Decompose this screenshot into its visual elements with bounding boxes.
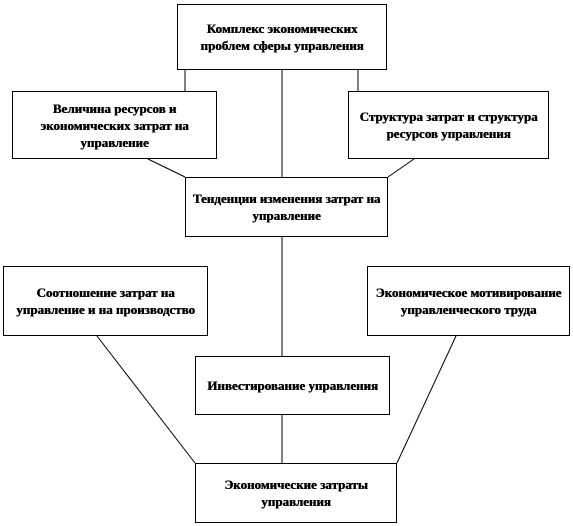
node-management-investment: Инвестирование управления	[195, 356, 390, 415]
node-cost-and-resource-structure: Структура затрат и структура ресурсов уп…	[348, 91, 549, 159]
node-resources-and-costs-volume: Величина ресурсов и экономических затрат…	[12, 91, 217, 159]
node-label: Соотношение затрат на управление и на пр…	[16, 285, 195, 317]
node-management-production-cost-ratio: Соотношение затрат на управление и на пр…	[3, 266, 208, 336]
connector-right2-to-bottom	[396, 335, 457, 464]
node-economic-motivation-of-labor: Экономическое мотивирование управленческ…	[367, 266, 570, 336]
node-label: Комплекс экономических проблем сферы упр…	[200, 21, 364, 53]
node-label: Инвестирование управления	[207, 378, 378, 393]
node-cost-change-trends: Тенденции изменения затрат на управление	[185, 177, 388, 237]
connector-left2-to-bottom	[96, 335, 196, 464]
connector-left1-to-mid1	[147, 158, 186, 178]
connector-right1-to-mid1	[387, 158, 415, 178]
node-label: Экономические затраты управления	[224, 477, 368, 509]
node-label: Структура затрат и структура ресурсов уп…	[359, 109, 538, 141]
node-label: Величина ресурсов и экономических затрат…	[40, 100, 189, 150]
node-label: Экономическое мотивирование управленческ…	[375, 285, 562, 317]
node-label: Тенденции изменения затрат на управление	[192, 191, 381, 223]
node-economic-management-costs: Экономические затраты управления	[195, 463, 397, 523]
node-economic-problems-complex: Комплекс экономических проблем сферы упр…	[177, 4, 387, 70]
